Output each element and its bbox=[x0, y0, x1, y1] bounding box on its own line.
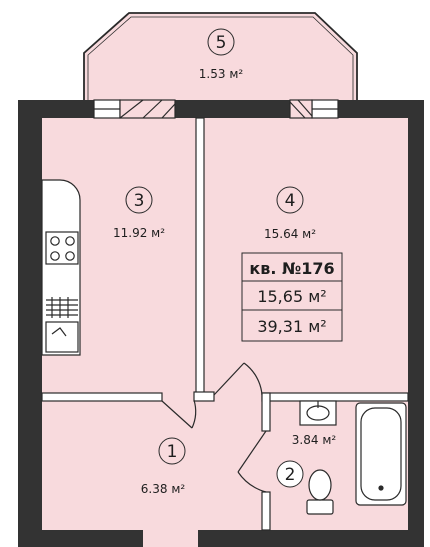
kitchen-fixtures bbox=[41, 179, 81, 356]
wall-bottom-right bbox=[198, 530, 424, 547]
wall-right bbox=[408, 100, 424, 547]
room-1-marker bbox=[158, 437, 186, 465]
kitchen-sink-icon bbox=[45, 321, 79, 353]
room-3-marker bbox=[125, 186, 153, 214]
room-2-area: 3.84 м² bbox=[292, 433, 337, 447]
partition-bath-left-upper bbox=[261, 392, 271, 432]
room-4-area: 15.64 м² bbox=[264, 227, 316, 241]
room-2-marker bbox=[276, 460, 304, 488]
door-room-4-leaf bbox=[213, 362, 245, 396]
room-1-number: 1 bbox=[167, 442, 178, 462]
apartment-title: кв. №176 bbox=[249, 259, 334, 278]
door-panel-right bbox=[289, 99, 313, 119]
room-1-area: 6.38 м² bbox=[141, 482, 186, 496]
room-5-area: 1.53 м² bbox=[199, 67, 244, 81]
room-3-area: 11.92 м² bbox=[113, 226, 165, 240]
wall-left bbox=[18, 100, 42, 547]
room-2-number: 2 bbox=[285, 465, 296, 485]
windows bbox=[93, 99, 339, 119]
partition-rooms-3-4 bbox=[195, 117, 205, 397]
balcony-inner-rail bbox=[87, 16, 354, 100]
bathroom-fixtures bbox=[299, 400, 407, 515]
wall-bottom-left bbox=[18, 530, 143, 547]
room-4-marker bbox=[276, 186, 304, 214]
room-4-number: 4 bbox=[285, 191, 296, 211]
outer-walls bbox=[18, 100, 424, 547]
room-labels: 5 1.53 м² 3 11.92 м² 4 15.64 м² 1 6.38 м… bbox=[113, 28, 337, 496]
door-panel-left bbox=[119, 99, 176, 119]
apartment-info-table: кв. №176 15,65 м² 39,31 м² bbox=[241, 252, 343, 342]
wall-top-middle bbox=[175, 100, 290, 118]
floor-fills bbox=[42, 13, 408, 547]
toilet-icon bbox=[306, 469, 334, 515]
room-5-number: 5 bbox=[216, 33, 227, 53]
room-5-balcony-floor bbox=[84, 13, 357, 100]
partition-bath-left-lower bbox=[261, 491, 271, 531]
entrance-floor bbox=[143, 530, 198, 547]
door-bath-leaf bbox=[237, 430, 267, 473]
dish-rack-icon bbox=[46, 297, 78, 318]
wall-top-right bbox=[338, 100, 424, 118]
partition-room-4-bath bbox=[261, 392, 409, 402]
apartment-total-area: 39,31 м² bbox=[257, 317, 326, 336]
partition-hall-stub bbox=[193, 391, 215, 402]
room-5-marker bbox=[207, 28, 235, 56]
balcony-outline bbox=[83, 12, 358, 100]
balcony-doors bbox=[119, 99, 313, 119]
room-3-number: 3 bbox=[134, 191, 145, 211]
interior-doors bbox=[161, 362, 267, 493]
apartment-living-area: 15,65 м² bbox=[257, 287, 326, 306]
partition-room-3-hall bbox=[41, 392, 163, 402]
door-room-3-leaf bbox=[161, 400, 193, 429]
apartment-floor bbox=[42, 118, 408, 532]
